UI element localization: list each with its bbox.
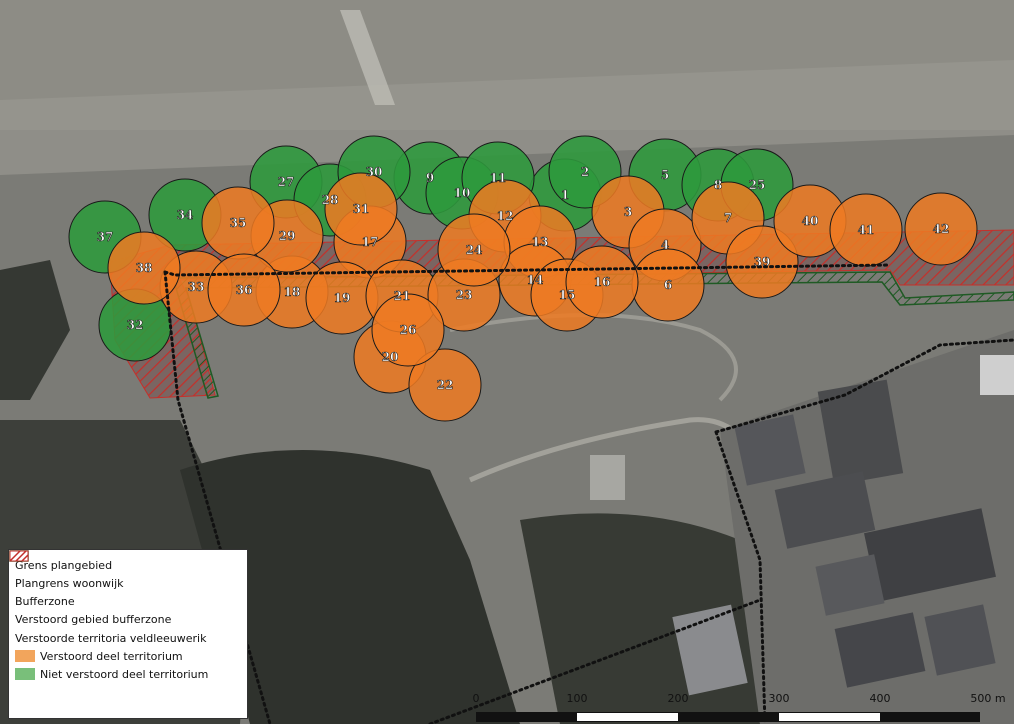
territory-label: 27 xyxy=(278,175,295,189)
territory-label: 28 xyxy=(322,193,339,207)
trees-left-edge xyxy=(0,260,70,400)
territory-label: 10 xyxy=(454,186,471,200)
territory-circle xyxy=(324,172,398,246)
territory-label: 15 xyxy=(559,288,576,302)
territory-label: 6 xyxy=(664,278,672,292)
territory-label: 42 xyxy=(933,222,950,236)
territory-label: 35 xyxy=(230,216,247,230)
territory-label: 4 xyxy=(661,238,669,252)
territory-circle xyxy=(725,225,799,299)
scale-segment xyxy=(476,712,577,722)
territory-label: 12 xyxy=(497,209,514,223)
territory-label: 8 xyxy=(714,178,722,192)
scale-segment xyxy=(678,712,779,722)
scale-segment xyxy=(779,712,880,722)
building xyxy=(980,355,1014,395)
territory-label: 17 xyxy=(362,235,379,249)
scale-bar: 0 100 200 300 400 500 m xyxy=(440,692,1010,722)
building xyxy=(774,471,876,549)
territory-label: 7 xyxy=(724,211,732,225)
scale-tick: 300 xyxy=(768,692,790,705)
territory-label: 18 xyxy=(284,285,301,299)
territory-label: 16 xyxy=(594,275,611,289)
territory-label: 21 xyxy=(394,289,411,303)
territory-label: 34 xyxy=(177,208,194,222)
building xyxy=(834,612,926,688)
building xyxy=(817,379,904,486)
scale-tick: 400 xyxy=(869,692,891,705)
green-swatch-icon xyxy=(15,668,35,680)
territory-label: 20 xyxy=(382,350,399,364)
building xyxy=(734,414,806,486)
legend-item-niet-verstoord-territorium: Niet verstoord deel territorium xyxy=(15,665,241,683)
territory-circle xyxy=(437,213,511,287)
territory-label: 19 xyxy=(334,291,351,305)
territory-label: 11 xyxy=(490,171,507,185)
scale-tick: 0 xyxy=(472,692,480,705)
scale-segment xyxy=(577,712,678,722)
territory-label: 25 xyxy=(749,178,766,192)
legend-item-bufferzone: Bufferzone xyxy=(9,550,241,610)
territory-label: 37 xyxy=(97,230,114,244)
runway-strip xyxy=(0,60,1014,175)
territory-label: 32 xyxy=(127,318,144,332)
scale-tick: 100 xyxy=(566,692,588,705)
legend-item-plangrens: Plangrens woonwijk xyxy=(10,552,241,592)
territory-circle xyxy=(371,293,445,367)
territory-circle xyxy=(904,192,978,266)
building xyxy=(864,508,996,602)
territory-label: 31 xyxy=(353,202,370,216)
legend-label: Niet verstoord deel territorium xyxy=(40,667,209,681)
scale-segment xyxy=(880,712,980,722)
plan-boundary-south xyxy=(428,598,762,724)
scale-tick: 200 xyxy=(667,692,689,705)
territory-label: 29 xyxy=(279,229,296,243)
legend-label: Verstoord deel territorium xyxy=(40,649,183,663)
territory-label: 26 xyxy=(400,323,417,337)
orange-swatch-icon xyxy=(15,650,35,662)
territory-label: 38 xyxy=(136,261,153,275)
forest-center xyxy=(180,450,520,724)
territory-circle xyxy=(107,231,181,305)
territory-label: 9 xyxy=(426,171,434,185)
track-diagonal xyxy=(340,10,395,105)
map-legend: Grens plangebied Plangrens woonwijk Buff… xyxy=(8,549,248,719)
hatched-red-icon xyxy=(9,550,29,562)
territory-label: 33 xyxy=(188,280,205,294)
legend-group-title: Verstoorde territoria veldleeuwerik xyxy=(15,632,207,645)
legend-label: Bufferzone xyxy=(15,594,75,608)
territory-label: 41 xyxy=(858,223,875,237)
legend-label: Verstoord gebied bufferzone xyxy=(15,612,172,626)
territory-label: 30 xyxy=(366,165,383,179)
territory-label: 40 xyxy=(802,214,819,228)
territory-circle xyxy=(408,348,482,422)
territory-label: 2 xyxy=(581,165,589,179)
building xyxy=(924,604,996,676)
territory-circle xyxy=(565,245,639,319)
territory-label: 13 xyxy=(532,235,549,249)
territory-label: 14 xyxy=(527,273,544,287)
building xyxy=(590,455,625,500)
plan-boundary-industrial xyxy=(714,338,1014,724)
territory-label: 36 xyxy=(236,283,253,297)
territory-label: 1 xyxy=(561,188,569,202)
legend-item-verstoord-gebied: Verstoord gebied bufferzone xyxy=(9,550,241,628)
scale-tick: 500 m xyxy=(970,692,1006,705)
territory-label: 24 xyxy=(466,243,483,257)
path-loop xyxy=(449,313,738,402)
legend-item-verstoord-territorium: Verstoord deel territorium xyxy=(15,647,241,665)
territory-label: 22 xyxy=(437,378,454,392)
territory-label: 23 xyxy=(456,288,473,302)
legend-label: Plangrens woonwijk xyxy=(15,576,124,590)
territory-label: 3 xyxy=(624,205,632,219)
building xyxy=(815,554,885,616)
territory-circle xyxy=(207,253,281,327)
territory-label: 5 xyxy=(661,168,669,182)
legend-group-title: Grens plangebied xyxy=(15,559,113,572)
